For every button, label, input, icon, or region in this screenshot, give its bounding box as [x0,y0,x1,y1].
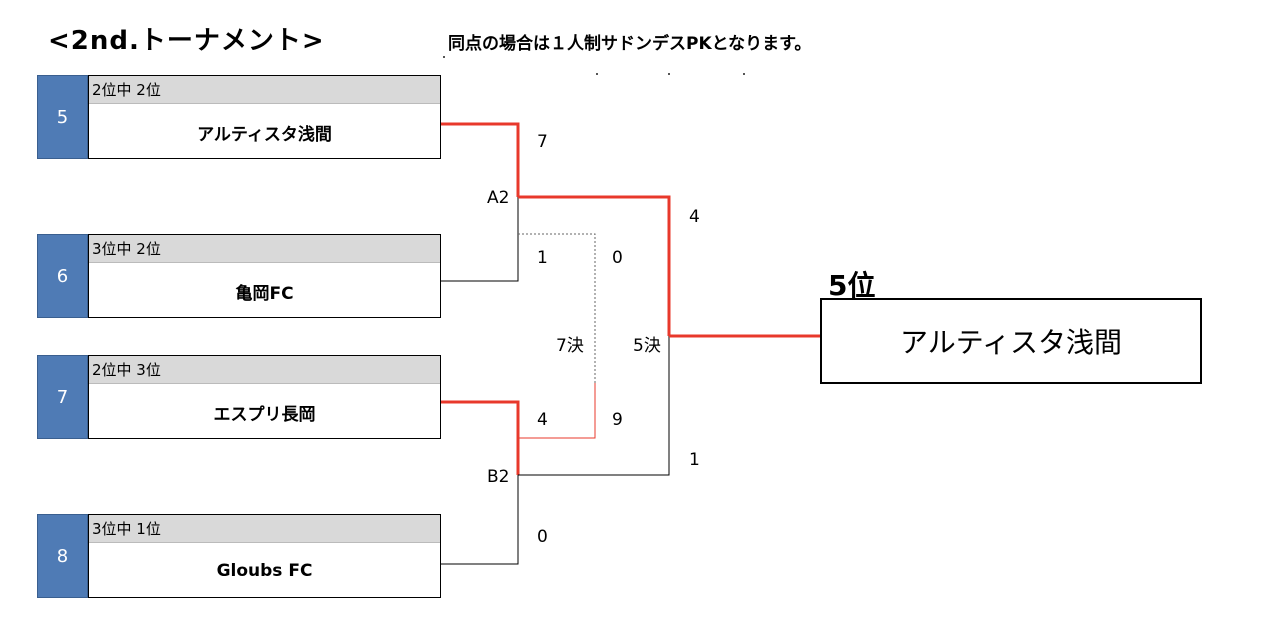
seventh-score-bottom: 9 [612,410,623,430]
team-card-5: 5 2位中 2位 アルティスタ浅間 [37,75,441,159]
fifth-score-top: 4 [689,207,700,227]
team-box: 2位中 3位 エスプリ長岡 [88,355,441,439]
team-name: Gloubs FC [216,561,313,581]
seed-number: 7 [37,355,88,439]
result-team: アルティスタ浅間 [820,298,1202,384]
team-qualifier: 2位中 2位 [89,76,440,104]
team-card-7: 7 2位中 3位 エスプリ長岡 [37,355,441,439]
team-box: 3位中 2位 亀岡FC [88,234,441,318]
decorative-dot [668,73,670,75]
b2-score-top: 4 [537,410,548,430]
decorative-dot [596,73,598,75]
team-card-6: 6 3位中 2位 亀岡FC [37,234,441,318]
b2-loser-line [441,475,519,565]
team-qualifier: 3位中 2位 [89,235,440,263]
b2-winner-line [441,400,520,475]
result-rank: 5位 [828,269,876,302]
seventh-top-line [518,233,596,383]
seventh-match-label: 7決 [556,336,584,356]
decorative-dot [743,73,745,75]
a2-score-top: 7 [537,132,548,152]
tiebreak-note: 同点の場合は１人制サドンデスPKとなります。 [448,34,812,54]
fifth-winner-line [518,195,671,336]
a2-score-bottom: 1 [537,248,548,268]
seed-number: 8 [37,514,88,598]
a2-winner-line [441,122,520,197]
fifth-loser-line [518,336,670,476]
team-qualifier: 3位中 1位 [89,515,440,543]
team-name: エスプリ長岡 [213,404,316,425]
seventh-score-top: 0 [612,248,623,268]
a2-match-label: A2 [487,188,510,208]
fifth-match-label: 5決 [633,336,661,356]
a2-loser-line [441,197,519,282]
team-box: 3位中 1位 Gloubs FC [88,514,441,598]
b2-match-label: B2 [487,467,510,487]
page-title: <2nd.トーナメント> [48,26,325,56]
team-qualifier: 2位中 3位 [89,356,440,384]
seed-number: 6 [37,234,88,318]
seed-number: 5 [37,75,88,159]
seventh-bottom-line [518,383,596,439]
decorative-dot [443,56,445,58]
team-name: 亀岡FC [235,283,294,304]
team-card-8: 8 3位中 1位 Gloubs FC [37,514,441,598]
team-box: 2位中 2位 アルティスタ浅間 [88,75,441,159]
b2-score-bottom: 0 [537,527,548,547]
team-name: アルティスタ浅間 [197,124,332,145]
fifth-score-bottom: 1 [689,450,700,470]
